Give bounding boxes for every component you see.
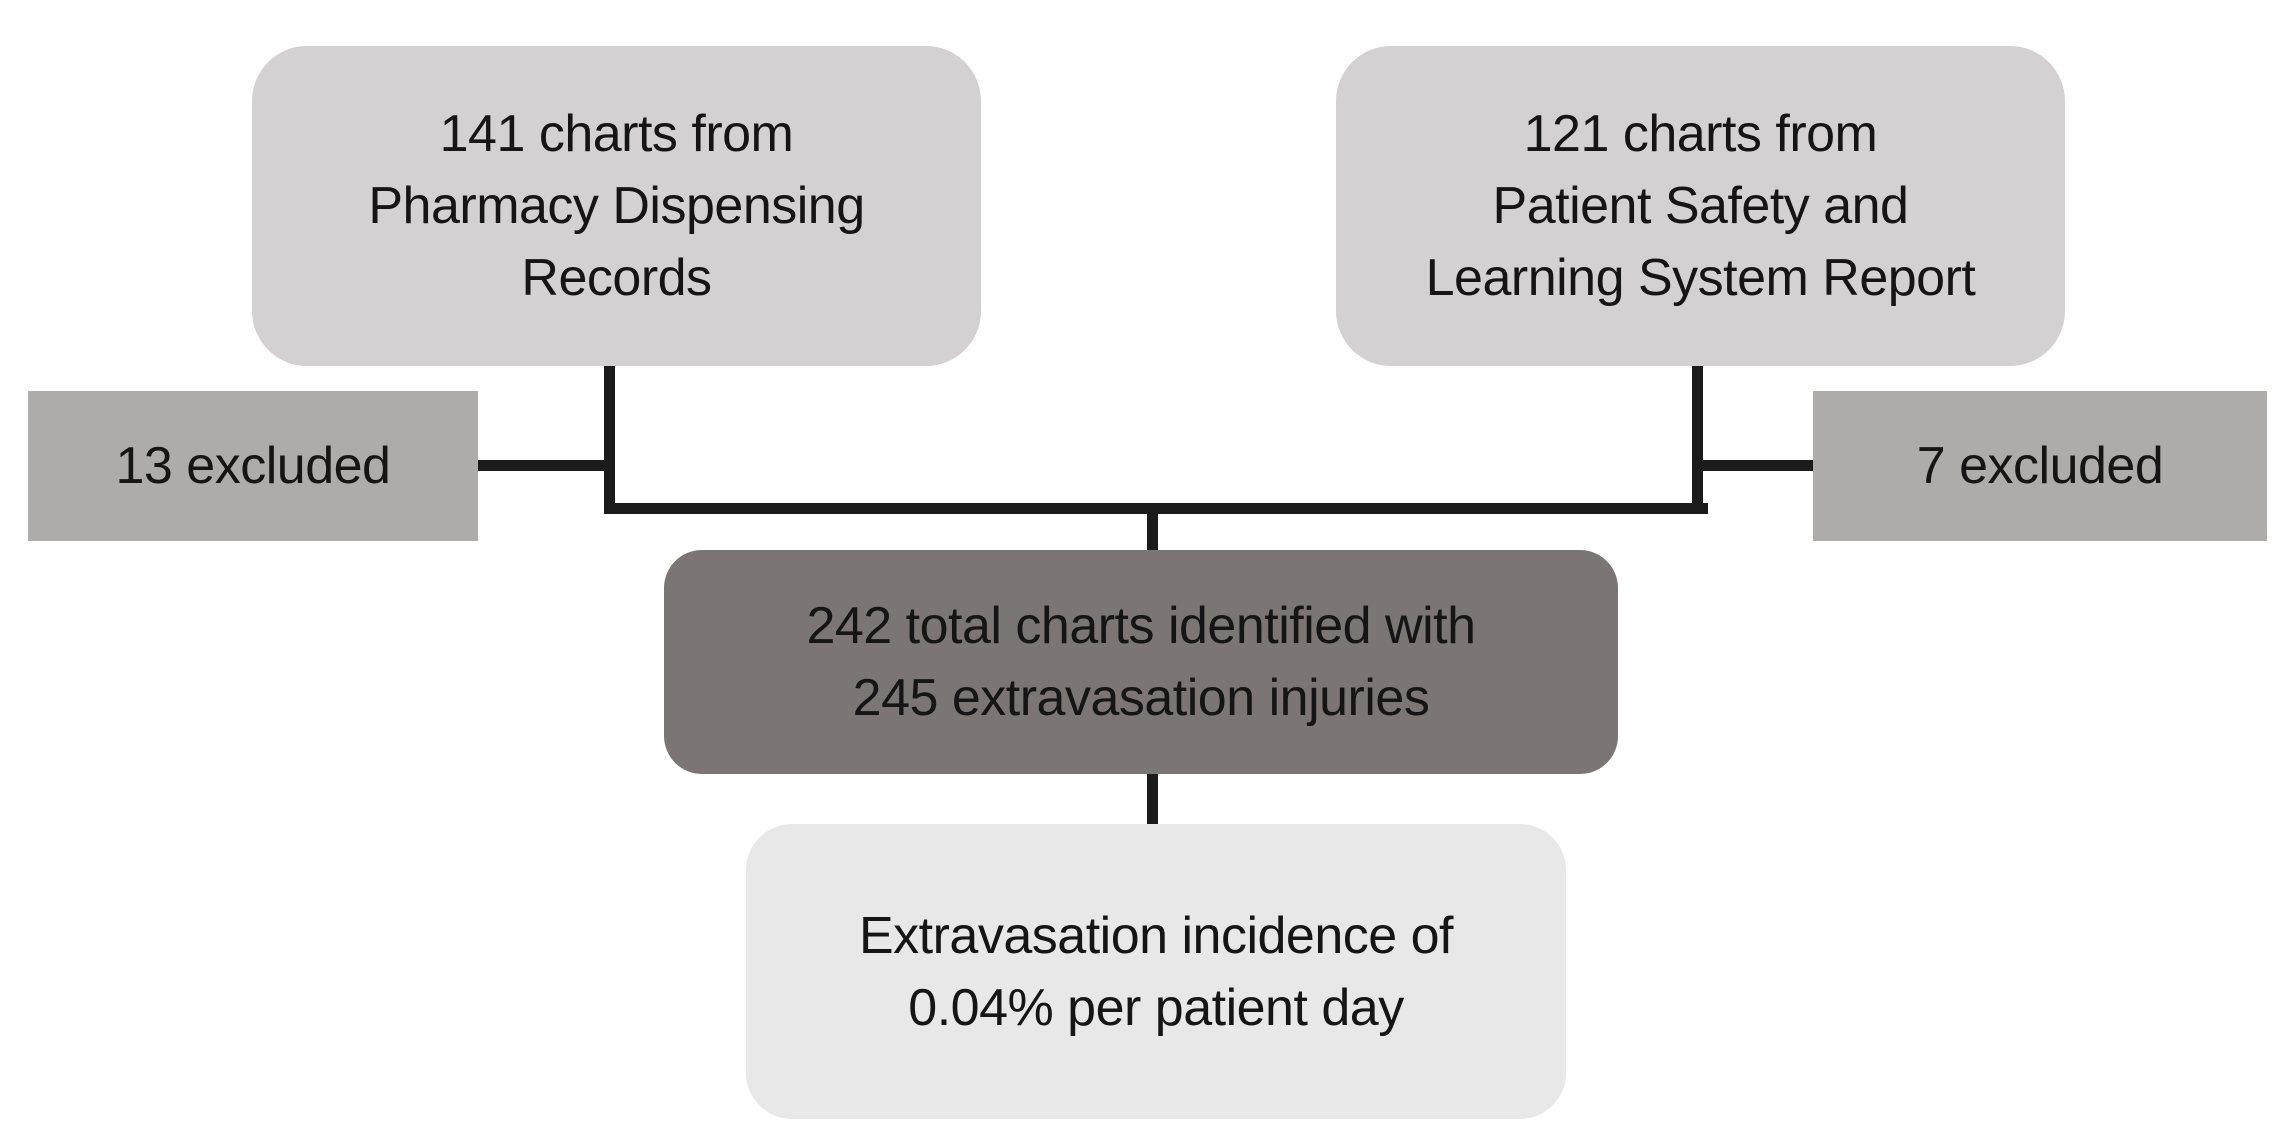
incidence-box: Extravasation incidence of 0.04% per pat… xyxy=(746,824,1566,1119)
pharmacy-records-line-2: Pharmacy Dispensing xyxy=(368,177,865,235)
patient-safety-report-line-3: Learning System Report xyxy=(1425,249,1976,307)
total-charts-box: 242 total charts identified with 245 ext… xyxy=(664,550,1618,774)
excluded-right-label: 7 excluded xyxy=(1916,437,2164,495)
incidence-line-1: Extravasation incidence of xyxy=(858,906,1454,965)
total-charts-line-2: 245 extravasation injuries xyxy=(852,669,1430,727)
excluded-left-box: 13 excluded xyxy=(28,391,478,541)
connector-excluded-left-stub xyxy=(478,460,615,471)
excluded-right-box: 7 excluded xyxy=(1813,391,2267,541)
patient-safety-report-line-2: Patient Safety and xyxy=(1492,177,1909,235)
patient-safety-report-line-1: 121 charts from xyxy=(1523,105,1878,163)
connector-left-vertical xyxy=(604,366,615,514)
pharmacy-records-line-1: 141 charts from xyxy=(439,105,794,163)
pharmacy-records-line-3: Records xyxy=(521,249,712,307)
incidence-line-2: 0.04% per patient day xyxy=(908,978,1404,1037)
connector-excluded-right-stub xyxy=(1692,460,1813,471)
pharmacy-records-box: 141 charts from Pharmacy Dispensing Reco… xyxy=(252,46,981,366)
total-charts-line-1: 242 total charts identified with xyxy=(806,597,1476,655)
connector-right-vertical xyxy=(1692,366,1703,514)
connector-center-to-total xyxy=(1147,503,1158,553)
connector-total-to-incidence xyxy=(1147,772,1158,826)
patient-safety-report-box: 121 charts from Patient Safety and Learn… xyxy=(1336,46,2065,366)
excluded-left-label: 13 excluded xyxy=(115,437,391,495)
